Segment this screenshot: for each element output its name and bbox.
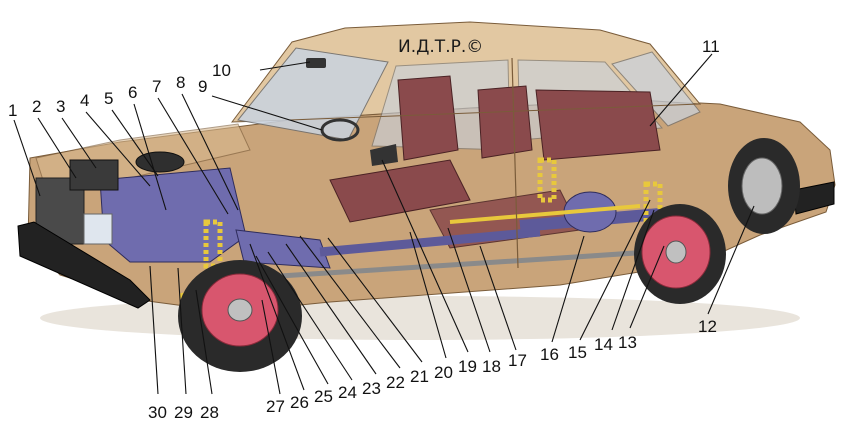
front-hub — [227, 298, 253, 322]
callout-26: 26 — [290, 393, 309, 412]
leader-14 — [611, 209, 655, 331]
callout-30: 30 — [148, 403, 167, 422]
callout-9: 9 — [198, 77, 207, 96]
leader-26 — [249, 243, 305, 391]
callout-13: 13 — [618, 333, 637, 352]
driver-seat-back — [477, 85, 533, 159]
callout-7: 7 — [152, 77, 161, 96]
callout-3: 3 — [56, 97, 65, 116]
callout-6: 6 — [128, 83, 137, 102]
callout-labels: 1 2 3 4 5 6 7 8 9 10 11 12 13 14 15 16 1… — [8, 37, 720, 422]
exhaust-pipe — [279, 249, 651, 279]
leader-7 — [157, 97, 229, 215]
windshield — [237, 47, 389, 141]
leader-28 — [195, 289, 213, 395]
leader-22 — [299, 235, 401, 369]
callout-14: 14 — [594, 335, 613, 354]
side-mirror — [370, 144, 398, 166]
front-bumper — [17, 221, 151, 309]
callout-8: 8 — [176, 73, 185, 92]
leader-10 — [259, 61, 311, 71]
callout-21: 21 — [410, 367, 429, 386]
leader-25 — [255, 255, 329, 385]
rear-wheel-cap — [741, 157, 783, 215]
beltline — [289, 103, 701, 121]
leader-30 — [149, 265, 159, 395]
engine — [35, 151, 247, 263]
leader-27 — [261, 299, 281, 395]
leader-19 — [381, 159, 469, 353]
front-wheel — [178, 260, 302, 372]
leader-20 — [409, 231, 447, 359]
leader-13 — [629, 245, 665, 329]
callout-18: 18 — [482, 357, 501, 376]
callout-10: 10 — [212, 61, 231, 80]
rear-trailing-arm — [449, 204, 641, 224]
leader-2 — [37, 117, 77, 179]
callout-2: 2 — [32, 97, 41, 116]
leader-23 — [285, 243, 377, 375]
watermark: И.Д.Т.Р.© — [398, 37, 483, 57]
leader-18 — [447, 227, 491, 353]
leader-16 — [551, 235, 585, 343]
callout-16: 16 — [540, 345, 559, 364]
rear-spring-right — [643, 181, 663, 227]
callout-19: 19 — [458, 357, 477, 376]
leader-17 — [479, 245, 517, 351]
leader-3 — [61, 117, 97, 169]
door-seam — [511, 57, 519, 269]
callout-20: 20 — [434, 363, 453, 382]
leader-12 — [707, 205, 755, 315]
callout-29: 29 — [174, 403, 193, 422]
callout-28: 28 — [200, 403, 219, 422]
leader-11 — [649, 53, 713, 127]
callout-1: 1 — [8, 101, 17, 120]
rear-seat — [535, 89, 661, 161]
callout-11: 11 — [702, 37, 720, 56]
leader-1 — [13, 119, 41, 197]
rear-wheel — [728, 138, 800, 234]
car-illustration — [17, 21, 836, 372]
callout-22: 22 — [386, 373, 405, 392]
propeller-shaft — [319, 227, 541, 257]
callout-27: 27 — [266, 397, 285, 416]
gearbox — [235, 229, 331, 269]
callout-12: 12 — [698, 317, 717, 336]
rear-drum-hub — [665, 240, 687, 264]
rear-view-mirror — [306, 58, 326, 68]
air-filter — [135, 151, 185, 173]
leader-5 — [111, 109, 159, 177]
front-seat-cushion — [329, 159, 471, 223]
leader-24 — [267, 251, 353, 381]
leader-9 — [211, 95, 323, 131]
callout-17: 17 — [508, 351, 527, 370]
leader-6 — [133, 103, 167, 211]
headlight — [83, 213, 113, 245]
front-seat-back — [397, 75, 459, 161]
rear-wheel-cutaway — [634, 204, 726, 304]
callout-4: 4 — [80, 91, 89, 110]
leader-4 — [85, 111, 151, 187]
callout-5: 5 — [104, 89, 113, 108]
callout-24: 24 — [338, 383, 357, 402]
driveline — [235, 191, 661, 279]
leader-15 — [579, 199, 651, 341]
leader-21 — [327, 237, 423, 363]
leader-lines — [13, 53, 755, 395]
leader-8 — [181, 93, 239, 211]
leader-29 — [177, 267, 187, 395]
callout-15: 15 — [568, 343, 587, 362]
rear-spring-left — [537, 157, 557, 203]
callout-25: 25 — [314, 387, 333, 406]
callout-23: 23 — [362, 379, 381, 398]
